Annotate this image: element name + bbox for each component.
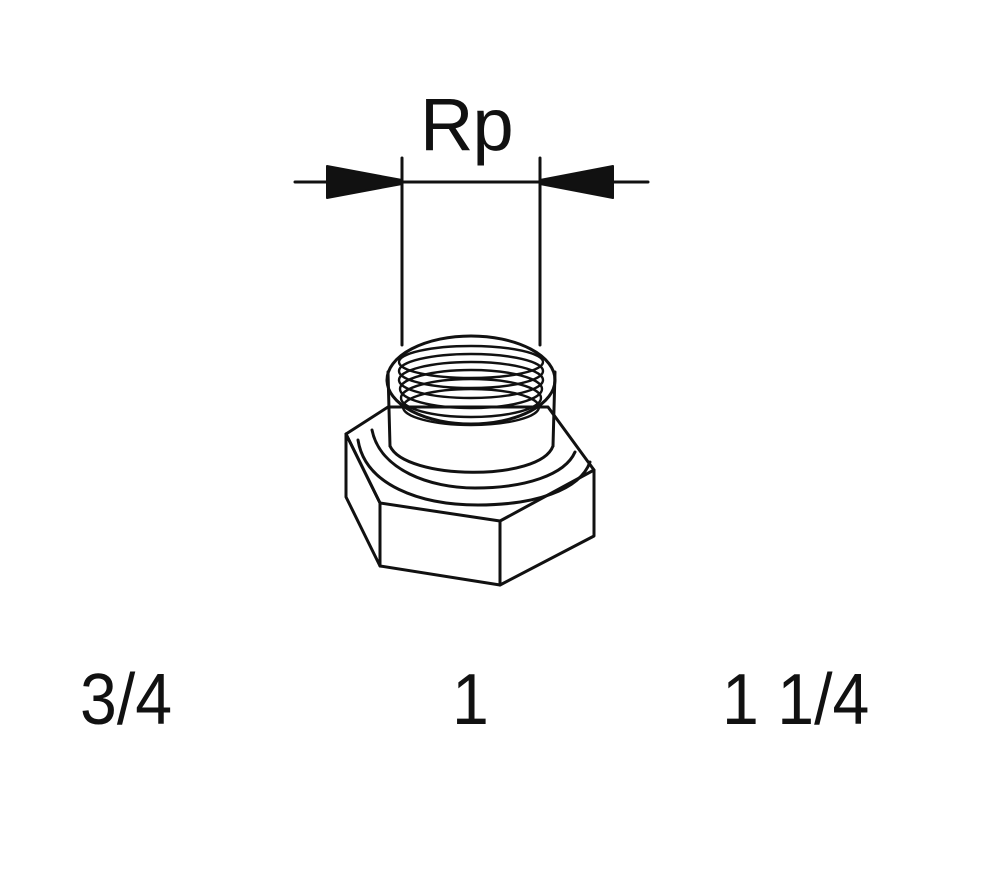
fitting-body [344, 334, 596, 587]
dimension-label-rp: Rp [420, 83, 514, 166]
size-label-1: 1 [452, 660, 489, 740]
size-label-3-4: 3/4 [80, 660, 173, 740]
arrow-right-icon [539, 165, 614, 199]
arrow-left-icon [326, 165, 403, 199]
size-label-1-1-4: 1 1/4 [722, 660, 870, 740]
thread-lines [397, 344, 545, 427]
